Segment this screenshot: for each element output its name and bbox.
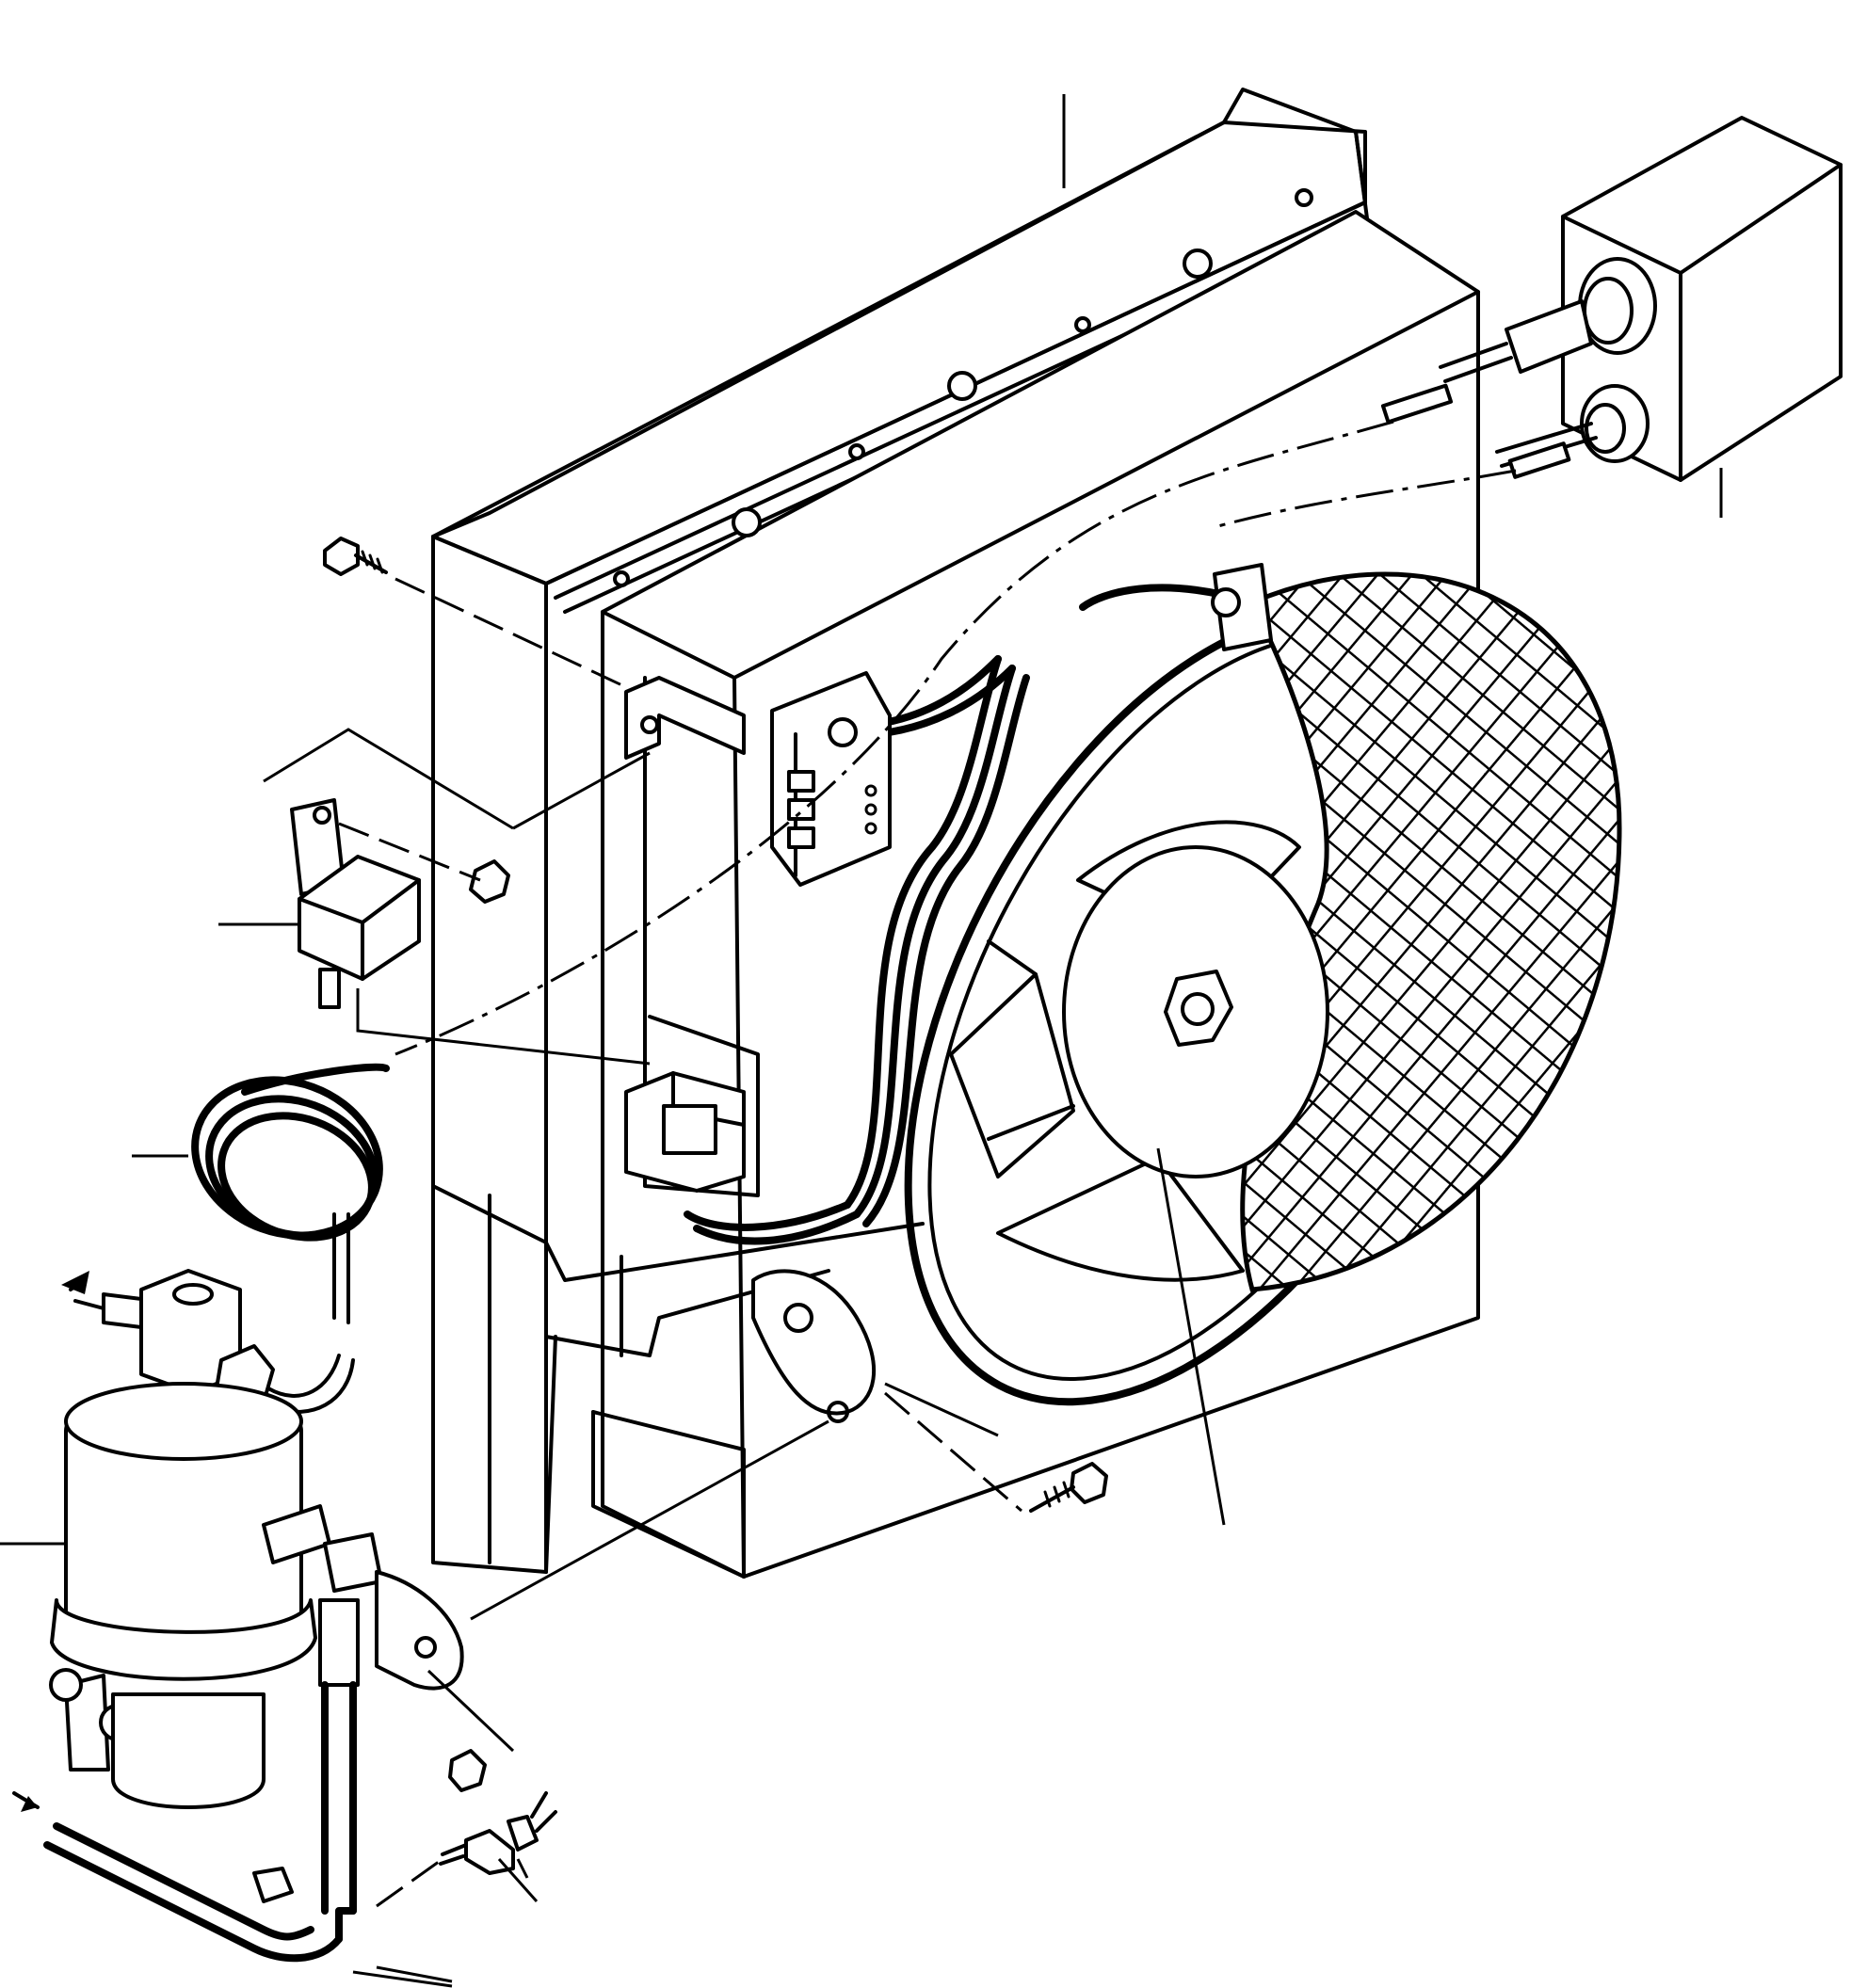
bottom-right-screw (884, 1382, 1108, 1513)
guard-clamp (1213, 563, 1273, 651)
fan-blade-2 (949, 972, 1075, 1178)
relay (298, 855, 421, 981)
bolt-head-1 (1183, 248, 1213, 279)
sensor-switch (376, 1791, 557, 1908)
wiring-harness (624, 655, 1030, 1245)
relay-terminal (318, 968, 341, 1009)
top-left-screw (323, 537, 746, 760)
pressure-switch-box (1380, 116, 1843, 482)
connector-screw (828, 717, 858, 747)
relay-group (263, 728, 651, 1009)
flow-arrow-top (61, 1271, 89, 1294)
fan-blade-3 (996, 1156, 1245, 1282)
fan-assembly (904, 563, 1622, 1406)
leader-outlet-pipe (352, 1970, 453, 1988)
receiver-drier (49, 1269, 515, 1915)
leader-sensor-switch (497, 1858, 539, 1902)
bolt-head-3 (732, 507, 762, 537)
leader-fan-motor (1156, 1147, 1226, 1526)
coiled-tube (191, 988, 651, 1324)
drier-clamp (50, 1598, 317, 1681)
lower-mounting-bracket (470, 1269, 877, 1621)
drier-mount-plate (375, 1570, 464, 1691)
mounting-tab (624, 676, 746, 760)
relay-nut (469, 859, 510, 904)
bolt-head-2 (947, 371, 977, 401)
hub-nut (1164, 970, 1233, 1047)
callout-leaders (0, 94, 1723, 1988)
flow-arrow-bottom (12, 1791, 40, 1812)
outlet-pipe (43, 1822, 453, 1983)
